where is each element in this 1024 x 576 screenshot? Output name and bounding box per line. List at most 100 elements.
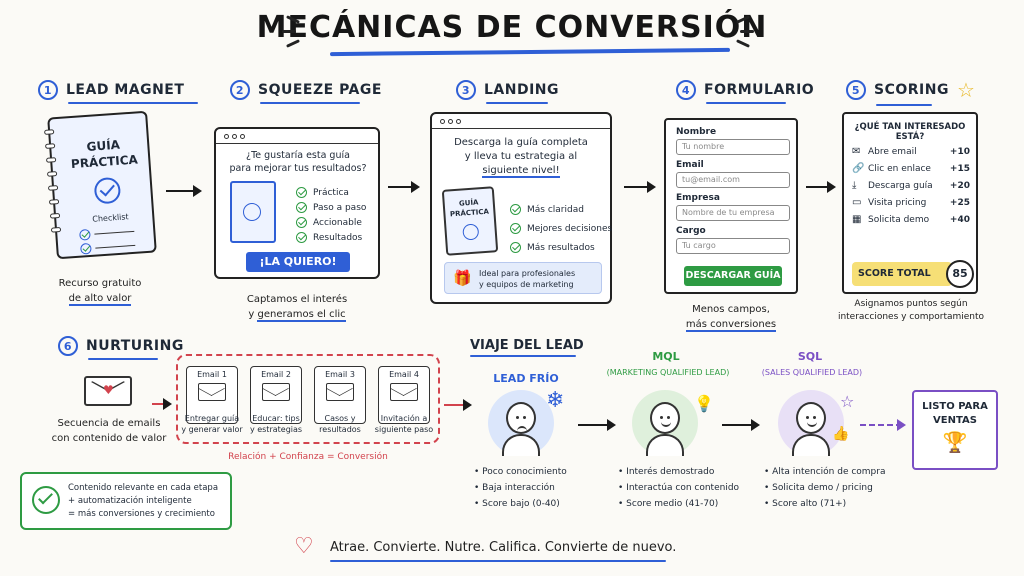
empresa-input[interactable]: Nombre de tu empresa: [676, 205, 790, 221]
scoring-card: ¿QUÉ TAN INTERESADO ESTÁ? ✉Abre email+10…: [842, 112, 978, 294]
book-spiral: [44, 129, 62, 233]
landing-item: Más resultados: [510, 242, 612, 253]
score-row: ⤓Descarga guía+20: [852, 180, 970, 191]
landing-headline-3: siguiente nivel!: [482, 165, 560, 178]
landing-headline-2: y lleva tu estrategia al: [464, 151, 578, 162]
page-title: MECÁNICAS DE CONVERSIÓN: [256, 10, 768, 45]
form-label-empresa: Empresa: [676, 193, 720, 203]
stage-mql-sub: (MARKETING QUALIFIED LEAD): [606, 368, 730, 377]
arrow-1-to-2: [166, 185, 202, 197]
mql-lead-points: Interés demostrado Interactúa con conten…: [618, 464, 739, 512]
heart-envelope-icon: ♥: [84, 372, 132, 406]
thumbs-up-icon: 👍: [832, 426, 850, 442]
book-checklist-label: Checklist: [92, 212, 129, 224]
book-checklist-lines: [79, 226, 136, 255]
step-2-header: 2 SQUEEZE PAGE: [230, 80, 382, 104]
ready-for-sales-line-2: VENTAS: [933, 415, 977, 426]
nurturing-caption-1: Secuencia de emails: [57, 418, 161, 429]
score-row: ✉Abre email+10: [852, 146, 970, 157]
lead-magnet-book: GUÍA PRÁCTICA Checklist: [44, 110, 157, 260]
lead-form: Nombre Tu nombre Email tu@email.com Empr…: [664, 118, 798, 294]
nurturing-caption: Secuencia de emails con contenido de val…: [46, 416, 172, 446]
score-row: ▦Solicita demo+40: [852, 214, 970, 225]
tagline: Atrae. Convierte. Nutre. Califica. Convi…: [330, 540, 677, 555]
title-underline: [329, 47, 731, 57]
step-1-header: 1 LEAD MAGNET: [38, 80, 198, 104]
arrow-mql-to-sql: [722, 419, 760, 431]
squeeze-item: Accionable: [296, 217, 366, 228]
score-total-label: SCORE TOTAL: [858, 268, 931, 279]
step-2-label: SQUEEZE PAGE: [258, 82, 382, 98]
step-1-number: 1: [38, 80, 58, 100]
step-6-label: NURTURING: [86, 338, 184, 354]
download-icon: ⤓: [852, 180, 857, 191]
star-icon: ☆: [956, 78, 976, 102]
lead-magnet-caption-1: Recurso gratuito: [58, 278, 142, 289]
scoring-caption-2: interacciones y comportamiento: [837, 312, 985, 322]
heart-outline-icon: ♡: [294, 534, 314, 559]
lead-magnet-caption-2: de alto valor: [68, 293, 132, 306]
descargar-guia-button[interactable]: DESCARGAR GUÍA: [684, 266, 782, 286]
cold-lead-avatar: [488, 390, 554, 456]
step-1-label: LEAD MAGNET: [66, 82, 185, 98]
squeeze-item: Resultados: [296, 232, 366, 243]
squeeze-caption: Captamos el interés y generamos el clic: [222, 292, 372, 322]
gift-icon: 🎁: [453, 269, 472, 287]
scoring-question: ¿QUÉ TAN INTERESADO ESTÁ?: [854, 122, 966, 142]
envelope-icon: [390, 383, 418, 401]
summary-line-3: = más conversiones y crecimiento: [68, 509, 215, 519]
landing-note: 🎁 Ideal para profesionales y equipos de …: [444, 262, 602, 294]
squeeze-caption-2b: generamos el clic: [257, 309, 346, 322]
sql-lead-avatar: [778, 390, 844, 456]
arrow-cold-to-mql: [578, 419, 616, 431]
summary-line-2: + automatización inteligente: [68, 496, 192, 506]
landing-note-1: Ideal para profesionales: [479, 269, 576, 278]
landing-item: Mejores decisiones: [510, 223, 612, 234]
scoring-caption-1: Asignamos puntos según: [854, 299, 968, 309]
email-input[interactable]: tu@email.com: [676, 172, 790, 188]
ready-for-sales-line-1: LISTO PARA: [922, 401, 988, 412]
arrow-3-to-4: [624, 181, 656, 193]
form-caption-1: Menos campos,: [692, 304, 770, 315]
cargo-input[interactable]: Tu cargo: [676, 238, 790, 254]
lead-magnet-caption: Recurso gratuito de alto valor: [40, 276, 160, 306]
journey-header: VIAJE DEL LEAD: [470, 338, 584, 357]
summary-box: Contenido relevante en cada etapa + auto…: [20, 472, 232, 530]
envelope-icon: [198, 383, 226, 401]
calendar-icon: ▦: [852, 214, 862, 225]
step-3-label: LANDING: [484, 82, 560, 98]
lightbulb-icon: 💡: [694, 394, 714, 413]
purple-star-icon: ☆: [840, 392, 855, 411]
score-total-value: 85: [946, 260, 974, 288]
email-icon: ✉: [852, 146, 861, 157]
email-card: Email 2: [250, 366, 302, 424]
email-card: Email 4: [378, 366, 430, 424]
landing-book-icon: GUÍA PRÁCTICA: [441, 186, 499, 256]
form-caption-2: más conversiones: [685, 319, 777, 332]
squeeze-caption-1: Captamos el interés: [246, 294, 348, 305]
form-caption: Menos campos, más conversiones: [666, 302, 796, 332]
arrow-to-sequence: [152, 398, 172, 410]
journey-title: VIAJE DEL LEAD: [470, 338, 584, 353]
stage-sql-sub: (SALES QUALIFIED LEAD): [761, 368, 863, 377]
arrow-sequence-to-journey: [444, 399, 472, 411]
step-2-number: 2: [230, 80, 250, 100]
step-5-label: SCORING: [874, 82, 949, 98]
nombre-input[interactable]: Tu nombre: [676, 139, 790, 155]
sql-lead-points: Alta intención de compra Solicita demo /…: [764, 464, 885, 512]
snowflake-icon: ❄: [546, 388, 565, 413]
squeeze-book-icon: [230, 181, 276, 243]
step-4-label: FORMULARIO: [704, 82, 815, 98]
monitor-icon: ▭: [852, 197, 862, 208]
tagline-underline: [330, 560, 666, 562]
la-quiero-button[interactable]: ¡LA QUIERO!: [246, 252, 350, 272]
landing-headline-1: Descarga la guía completa: [454, 137, 588, 148]
nurturing-formula: Relación + Confianza = Conversión: [228, 452, 388, 462]
squeeze-item: Práctica: [296, 187, 366, 198]
score-row: ▭Visita pricing+25: [852, 197, 970, 208]
